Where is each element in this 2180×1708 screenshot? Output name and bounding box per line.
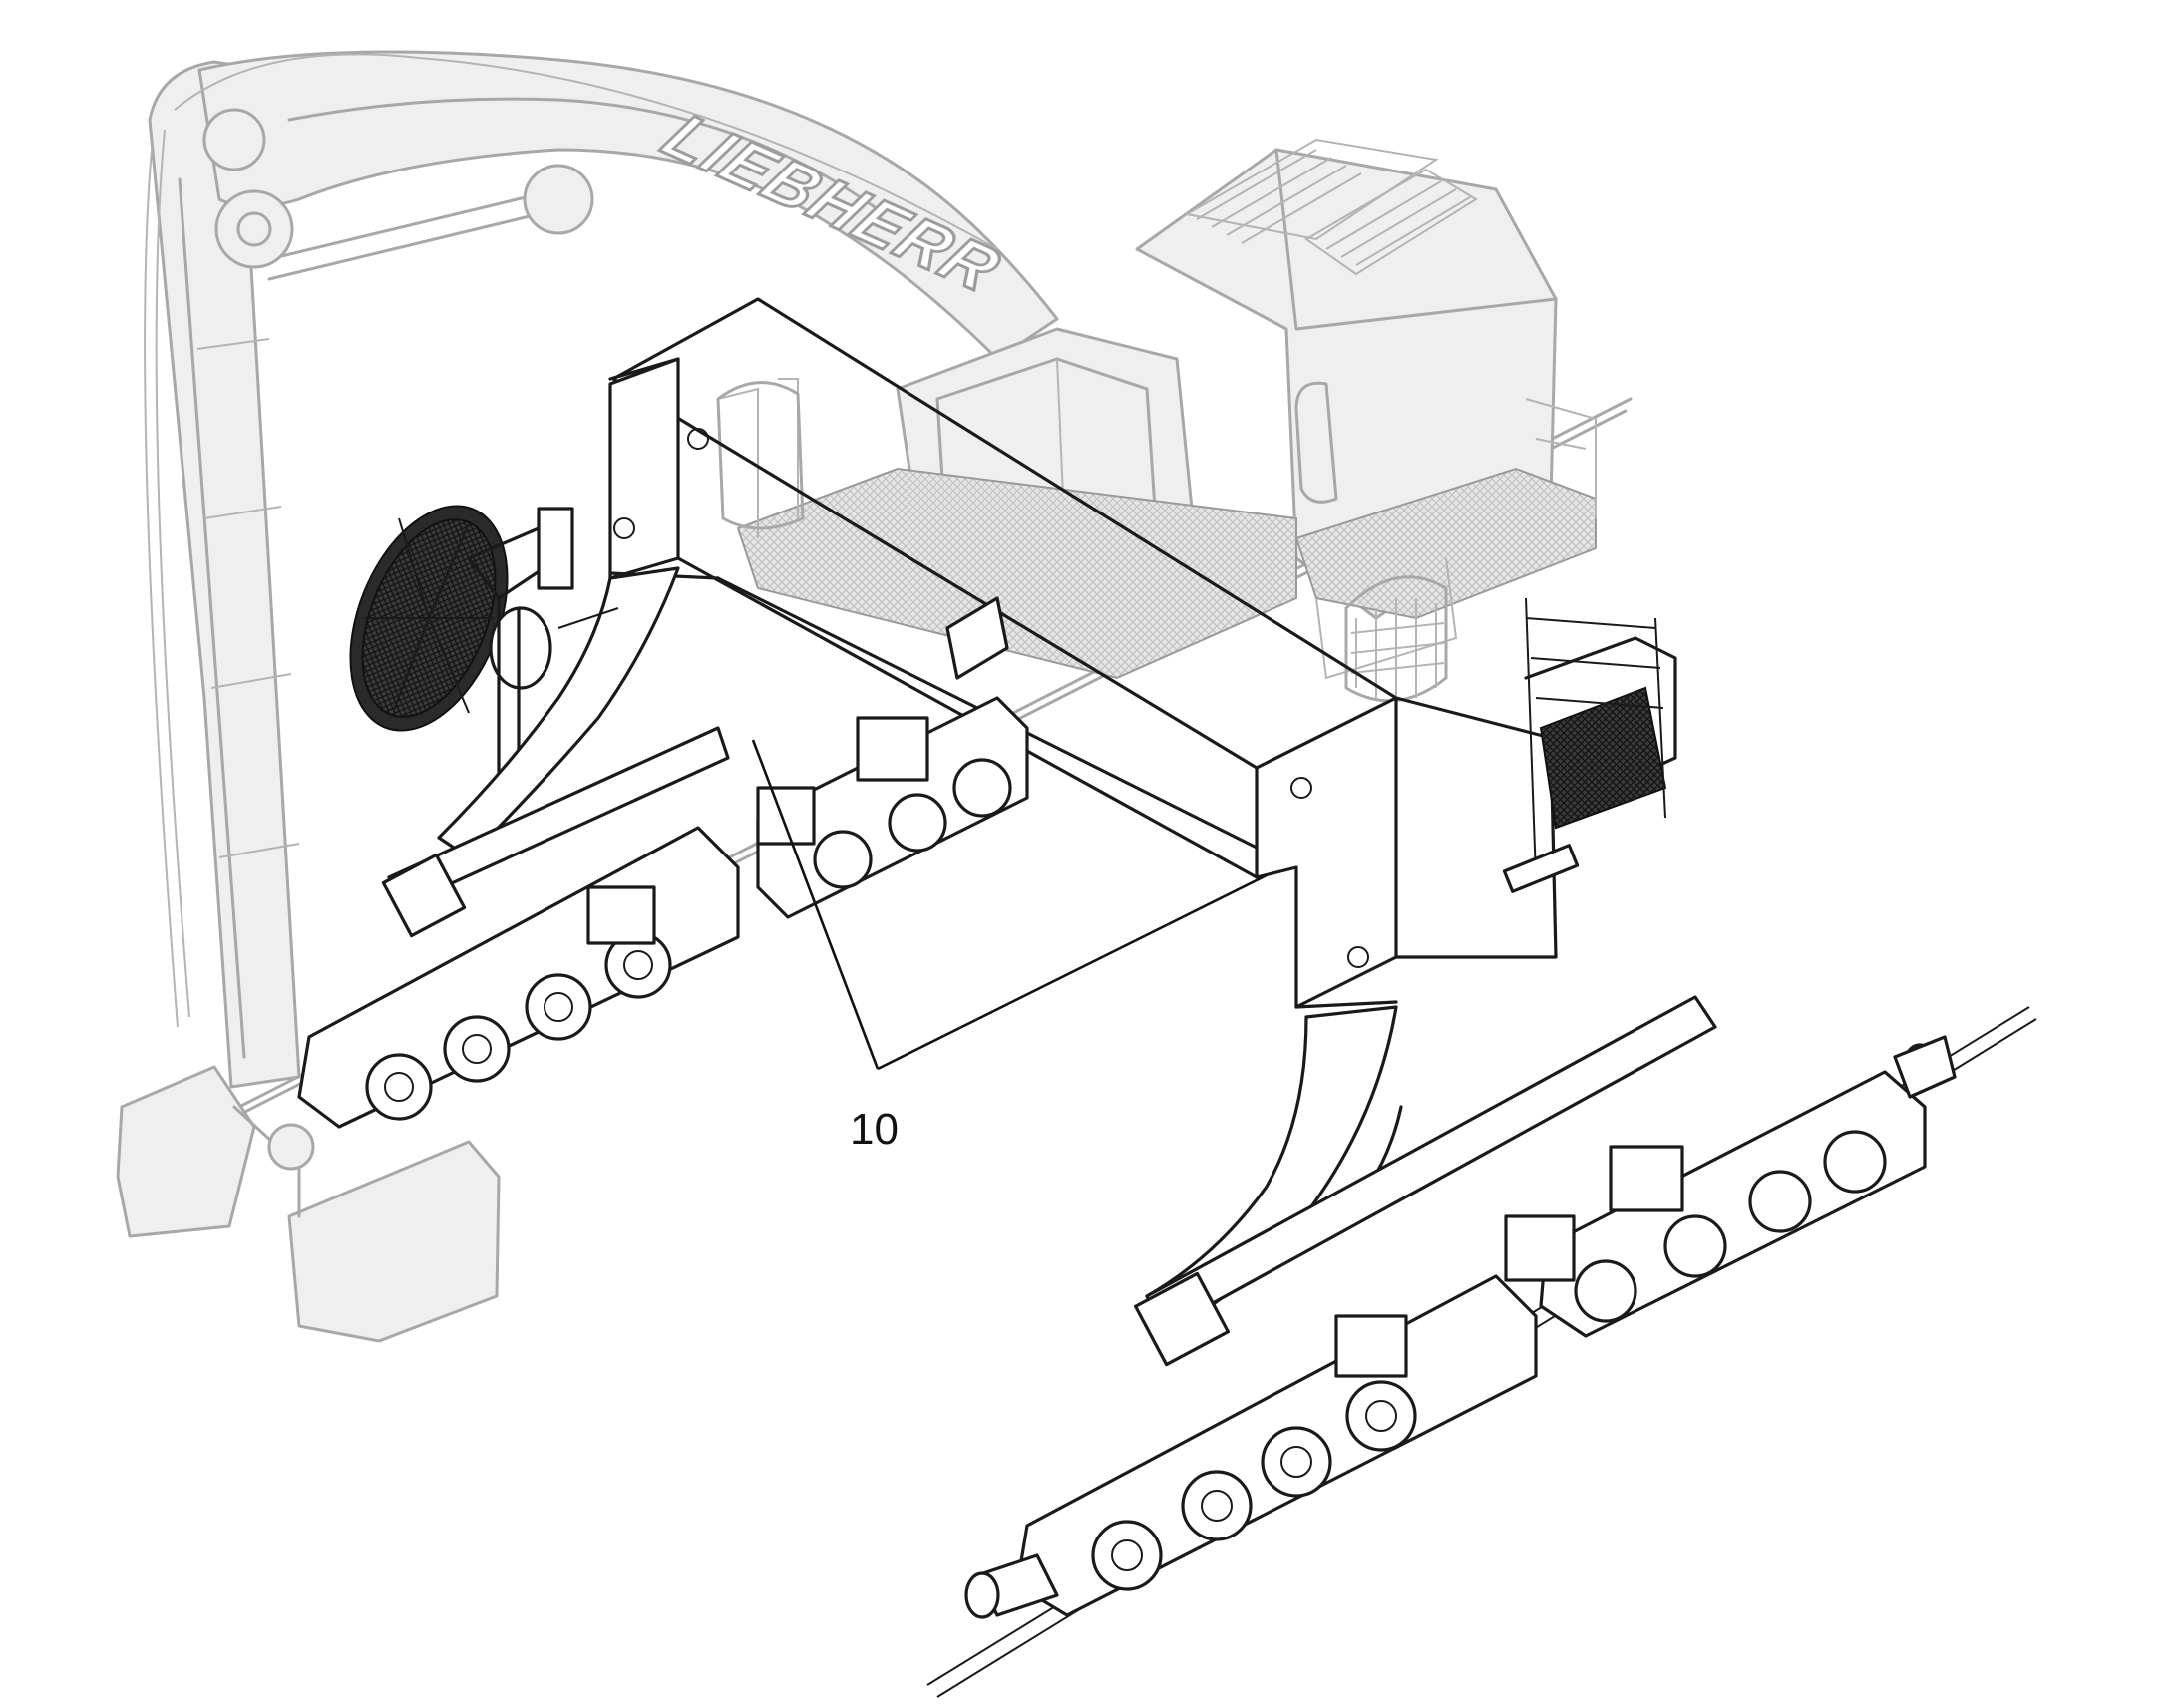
front-travel-bogie-icon	[964, 1035, 1957, 1619]
portal-gantry-frame	[387, 297, 1717, 1333]
leader-line-left	[751, 739, 880, 1070]
callout-10: 10	[751, 739, 1268, 1154]
cable-reel-icon	[349, 505, 574, 790]
callout-number: 10	[850, 1105, 899, 1154]
leader-line-right	[877, 873, 1268, 1071]
clamshell-grab-icon	[116, 1065, 501, 1343]
operator-cab-and-machine-house-ghosted	[716, 138, 1597, 703]
rear-travel-bogie-icon	[297, 696, 1029, 1129]
boom-and-stick-ghosted: LIEBHERR	[144, 50, 1059, 1089]
